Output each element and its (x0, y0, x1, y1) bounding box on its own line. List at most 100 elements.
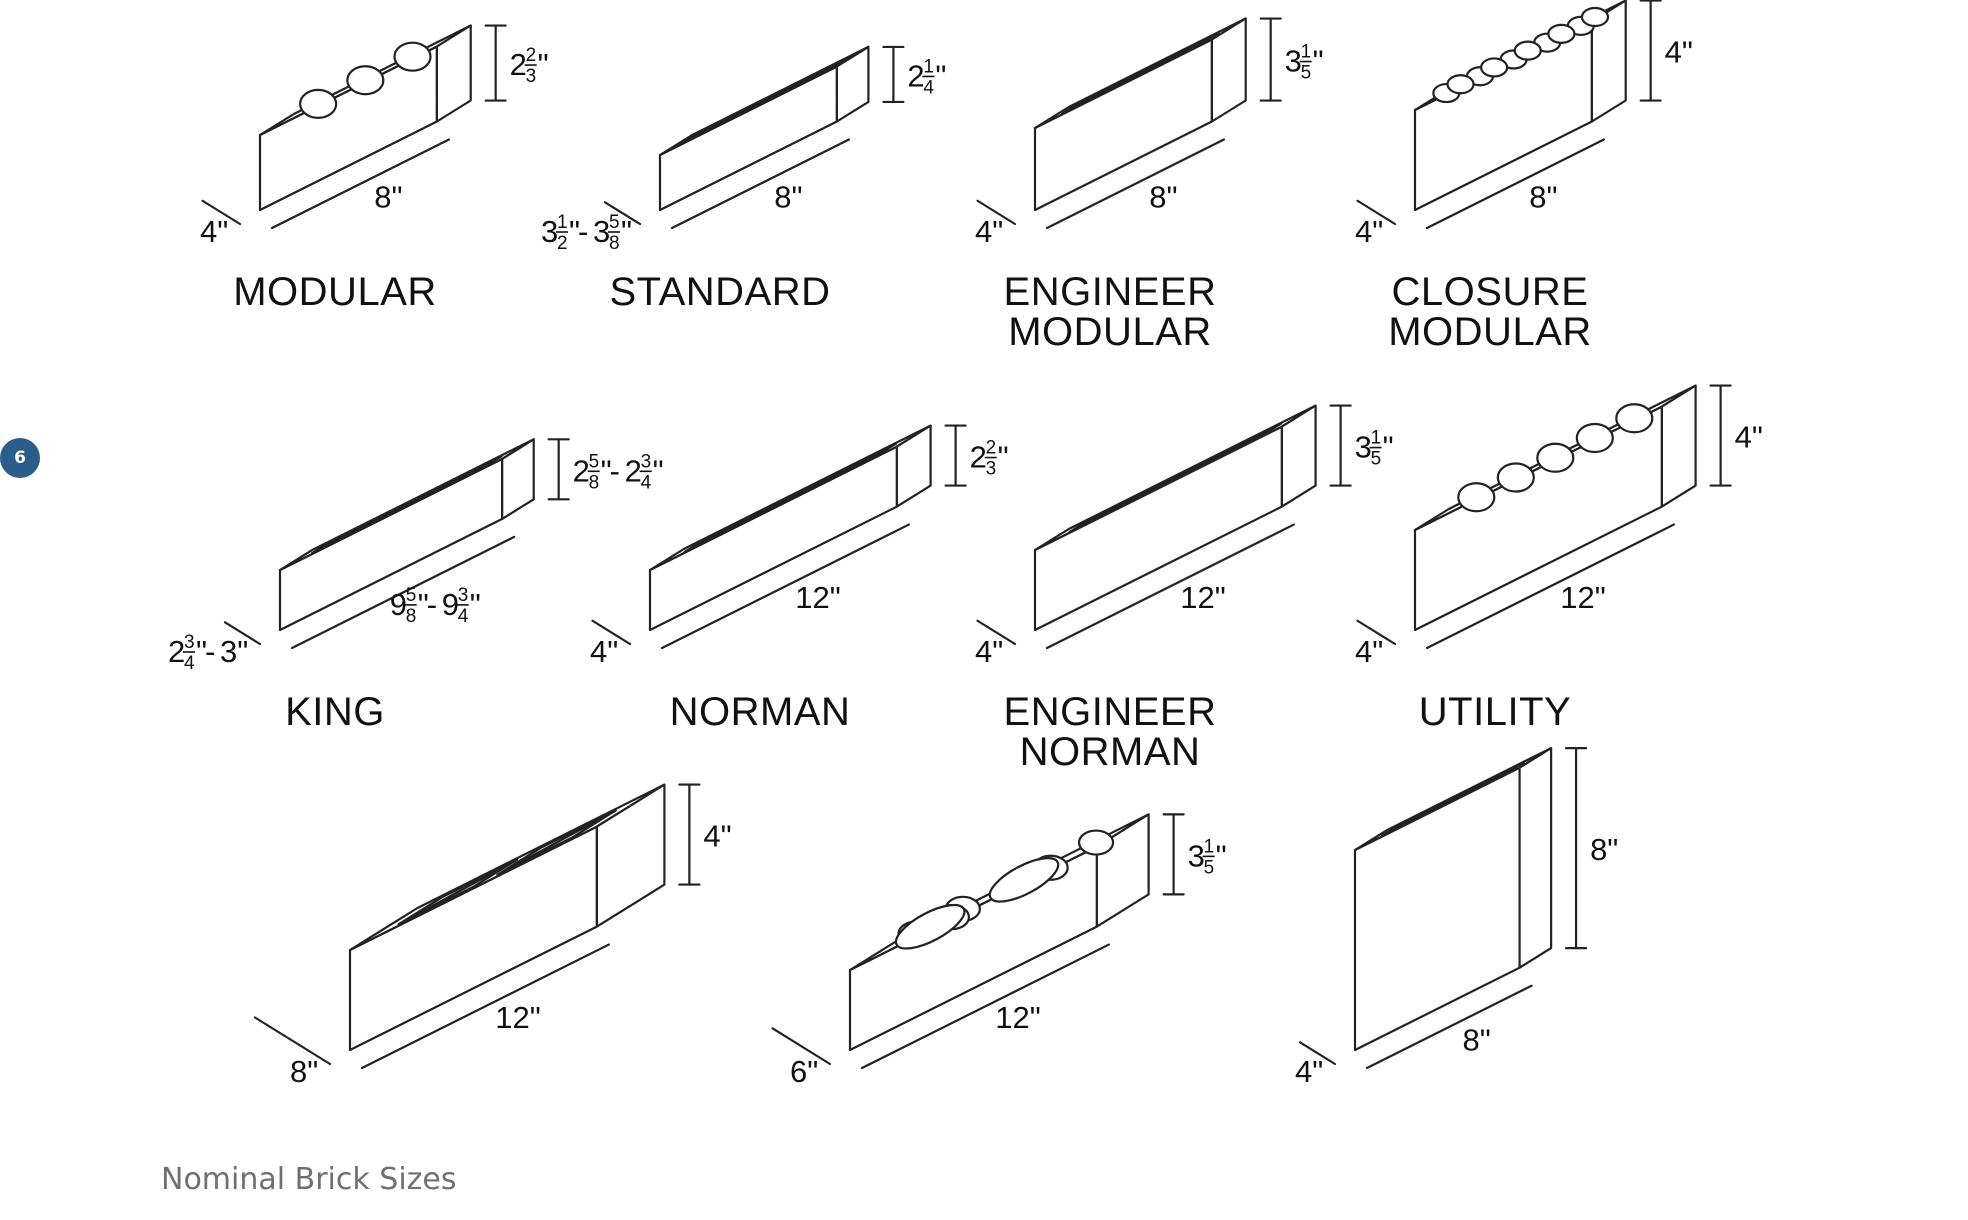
brick-front-face (1413, 405, 1664, 632)
svg-text:2: 2 (510, 47, 527, 82)
height-dimension-label: 214" (907, 56, 946, 98)
width-dimension-label: 4" (1355, 214, 1383, 249)
height-dimension-label: 8" (1590, 832, 1618, 867)
length-dimension-label: 8" (774, 179, 802, 214)
core-shading-line (1425, 783, 1481, 815)
round-core (299, 88, 338, 119)
svg-text:4: 4 (184, 653, 195, 674)
figure-caption: Nominal Brick Sizes (161, 1162, 457, 1197)
width-dimension-line (1298, 1041, 1337, 1066)
svg-text:12": 12" (1560, 580, 1606, 615)
svg-text:5: 5 (589, 451, 600, 472)
core-shading-line (311, 526, 361, 555)
width-dimension-line (771, 1027, 832, 1066)
height-dimension-label: 315" (1188, 836, 1227, 878)
brick-end-face (1590, 0, 1627, 123)
length-dimension-label: 12" (1560, 580, 1606, 615)
core-shading-line (397, 858, 519, 926)
height-dimension-label: 258"-234" (573, 451, 664, 493)
svg-text:-: - (205, 634, 215, 669)
svg-text:9: 9 (390, 587, 407, 622)
height-dimension-label: 223" (970, 438, 1009, 480)
svg-text:8": 8" (1149, 179, 1177, 214)
length-dimension-line (660, 523, 910, 650)
svg-text:12": 12" (495, 1000, 541, 1035)
core-shading-line (453, 454, 503, 484)
svg-text:4": 4" (1735, 420, 1763, 455)
svg-text:1: 1 (923, 56, 934, 77)
brick-utility: 4"12"4"UTILITY (1355, 384, 1763, 734)
svg-text:3: 3 (1355, 430, 1372, 465)
height-dimension-label: 315" (1285, 42, 1324, 84)
svg-text:2: 2 (573, 453, 590, 488)
core-shading-line (1134, 471, 1184, 501)
brick-type-label: ENGINEER (1004, 270, 1217, 314)
svg-text:4: 4 (923, 77, 934, 98)
core-shading-line (848, 442, 898, 471)
core-shading-line (1469, 761, 1525, 793)
length-dimension-label: 12" (995, 1000, 1041, 1035)
svg-text:1: 1 (1301, 42, 1312, 63)
oval-core (894, 903, 966, 950)
length-dimension-line (360, 943, 610, 1070)
svg-text:": " (196, 634, 207, 669)
svg-text:3: 3 (641, 451, 652, 472)
brick-end-face (501, 438, 535, 521)
round-core (1077, 829, 1115, 856)
brick-norman: 223"12"4"NORMAN (590, 424, 1009, 734)
length-dimension-line (290, 535, 516, 650)
core-shading-line (716, 508, 766, 537)
frog-recess-inner (689, 62, 839, 140)
svg-text:3: 3 (1285, 44, 1302, 79)
svg-text:3: 3 (593, 214, 610, 249)
core-shading-line (1200, 439, 1250, 468)
core-shading-line (1167, 455, 1217, 484)
brick-type-label: NORMAN (670, 690, 851, 734)
svg-text:8: 8 (609, 233, 620, 254)
length-dimension-line (1425, 138, 1606, 230)
svg-text:12": 12" (1180, 580, 1226, 615)
round-core (1615, 403, 1654, 434)
width-dimension-line (223, 621, 262, 646)
length-dimension-line (670, 138, 851, 230)
svg-text:2: 2 (907, 58, 924, 93)
core-shading-line (1233, 422, 1283, 451)
svg-text:4": 4" (1665, 35, 1693, 70)
brick-end-face (595, 783, 666, 928)
brick-end-face (1518, 746, 1553, 969)
svg-text:": " (601, 453, 612, 488)
length-dimension-label: 958"-934" (390, 585, 481, 627)
brick-end-face (835, 45, 870, 123)
brick-king: 258"-234"958"-934"234"-3"KING (168, 438, 664, 734)
round-core (1536, 442, 1575, 473)
round-core (1446, 74, 1475, 95)
length-dimension-line (1045, 138, 1226, 230)
width-dimension-line (591, 619, 632, 646)
svg-text:5: 5 (1301, 63, 1312, 84)
svg-text:3: 3 (184, 632, 195, 653)
brick-type-label: STANDARD (609, 270, 830, 314)
round-core (1480, 57, 1509, 78)
svg-text:5: 5 (609, 212, 620, 233)
round-core (1457, 482, 1496, 513)
brick-front-face (648, 445, 899, 632)
core-shading-line (346, 508, 396, 537)
svg-text:2: 2 (625, 453, 642, 488)
width-dimension-line (603, 201, 642, 226)
length-dimension-label: 12" (495, 1000, 541, 1035)
svg-text:8": 8" (1529, 179, 1557, 214)
round-core (346, 65, 385, 96)
length-dimension-line (1425, 523, 1675, 650)
brick-front-face (1033, 38, 1214, 212)
width-dimension-label: 312"-358" (541, 212, 632, 254)
svg-text:3: 3 (1188, 838, 1205, 873)
length-dimension-label: 8" (1149, 179, 1177, 214)
svg-text:3": 3" (220, 634, 248, 669)
svg-text:12": 12" (995, 1000, 1041, 1035)
width-dimension-label: 6" (790, 1054, 818, 1089)
round-core (1496, 462, 1535, 493)
svg-text:4": 4" (200, 214, 228, 249)
svg-text:8": 8" (1463, 1023, 1491, 1058)
svg-text:8: 8 (406, 606, 417, 627)
